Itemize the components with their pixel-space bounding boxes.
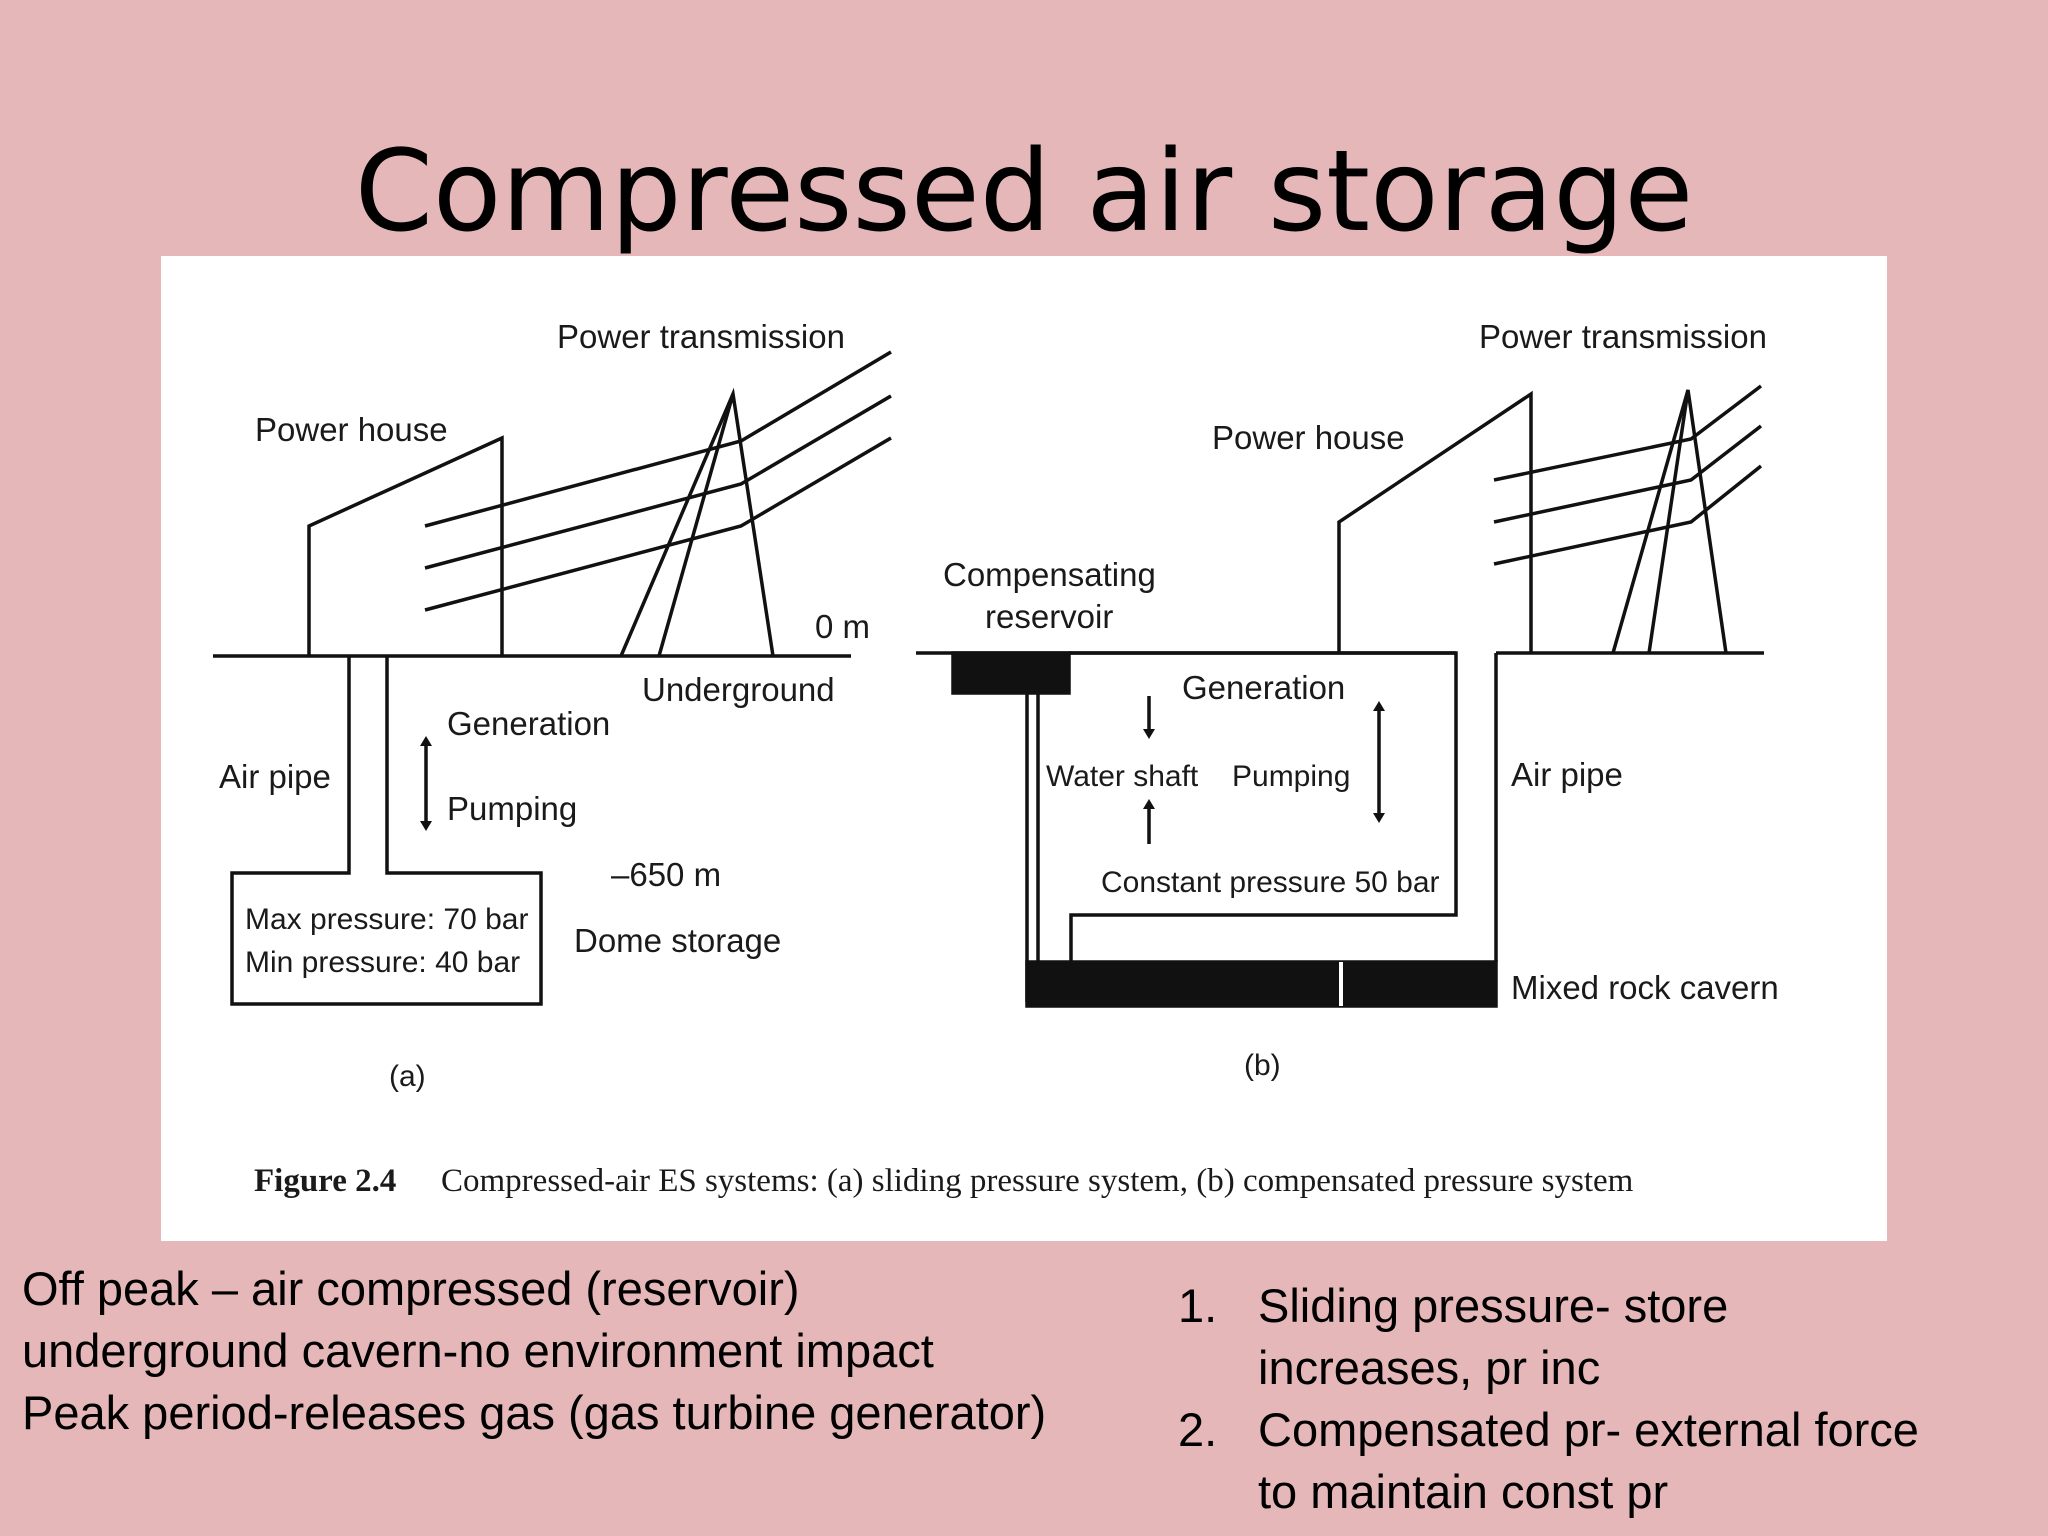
list-text-line: increases, pr inc xyxy=(1258,1341,1601,1394)
compensating-reservoir xyxy=(951,651,1071,695)
wire-a-2 xyxy=(424,394,892,570)
slide-title: Compressed air storage xyxy=(354,127,1694,257)
label-b-mixed-rock: Mixed rock cavern xyxy=(1511,969,1779,1006)
label-a-power-house: Power house xyxy=(255,411,448,448)
list-text-line: Sliding pressure- store xyxy=(1258,1279,1729,1332)
note-line: Off peak – air compressed (reservoir) xyxy=(22,1262,800,1315)
list-item: 1. Sliding pressure- store increases, pr… xyxy=(1178,1275,2038,1399)
air-pipe-b xyxy=(1069,651,1458,962)
label-a-pumping: Pumping xyxy=(447,790,577,827)
figure-caption-number: Figure 2.4 xyxy=(254,1163,396,1199)
label-b-water-shaft: Water shaft xyxy=(1046,760,1199,793)
air-pipe-dome-a xyxy=(230,656,543,1006)
diagram-b-drawing xyxy=(916,384,1764,1008)
diagram-a-drawing xyxy=(213,350,892,1006)
figure-panel: Power transmission Power house 0 m Under… xyxy=(161,256,1887,1241)
label-b-constant-pressure: Constant pressure 50 bar xyxy=(1101,866,1440,899)
list-text-line: to maintain const pr xyxy=(1258,1465,1669,1518)
wire-b-3 xyxy=(1493,464,1763,566)
list-number: 1. xyxy=(1178,1279,1218,1332)
list-text-line: Compensated pr- external force xyxy=(1258,1403,1919,1456)
label-a-depth: –650 m xyxy=(611,856,721,893)
label-b-compensating-1: Compensating xyxy=(943,556,1156,593)
label-b-panel: (b) xyxy=(1244,1049,1281,1082)
label-a-dome-storage: Dome storage xyxy=(574,922,781,959)
note-line: underground cavern-no environment impact xyxy=(22,1324,934,1377)
label-b-generation: Generation xyxy=(1182,669,1345,706)
tower-a-2 xyxy=(657,393,735,657)
label-a-underground: Underground xyxy=(642,671,835,708)
label-a-generation: Generation xyxy=(447,705,610,742)
label-a-zero-m: 0 m xyxy=(815,608,870,645)
left-notes: Off peak – air compressed (reservoir) un… xyxy=(22,1258,1162,1444)
list-number: 2. xyxy=(1178,1403,1218,1456)
label-b-power-house: Power house xyxy=(1212,419,1405,456)
wire-a-3 xyxy=(424,436,892,612)
label-a-max-pressure: Max pressure: 70 bar xyxy=(245,903,528,936)
figure-caption-text: Compressed-air ES systems: (a) sliding p… xyxy=(441,1163,1634,1199)
wire-b-1 xyxy=(1493,384,1763,482)
mixed-rock-cavern xyxy=(1025,960,1498,1008)
label-a-power-transmission: Power transmission xyxy=(557,318,845,355)
power-house-b xyxy=(1337,390,1533,653)
label-b-pumping: Pumping xyxy=(1232,760,1350,793)
label-a-air-pipe: Air pipe xyxy=(219,758,331,795)
label-a-panel: (a) xyxy=(389,1060,426,1093)
compressed-air-diagram: Power transmission Power house 0 m Under… xyxy=(213,318,1779,1199)
label-b-compensating-2: reservoir xyxy=(985,598,1113,635)
note-line: Peak period-releases gas (gas turbine ge… xyxy=(22,1386,1047,1439)
label-b-air-pipe: Air pipe xyxy=(1511,756,1623,793)
wire-b-2 xyxy=(1493,424,1763,524)
power-house-a xyxy=(307,435,504,656)
numbered-list: 1. Sliding pressure- store increases, pr… xyxy=(1178,1275,2038,1523)
label-b-power-transmission: Power transmission xyxy=(1479,318,1767,355)
label-a-min-pressure: Min pressure: 40 bar xyxy=(245,946,520,979)
tower-b-2 xyxy=(1647,389,1690,654)
list-item: 2. Compensated pr- external force to mai… xyxy=(1178,1399,2038,1523)
